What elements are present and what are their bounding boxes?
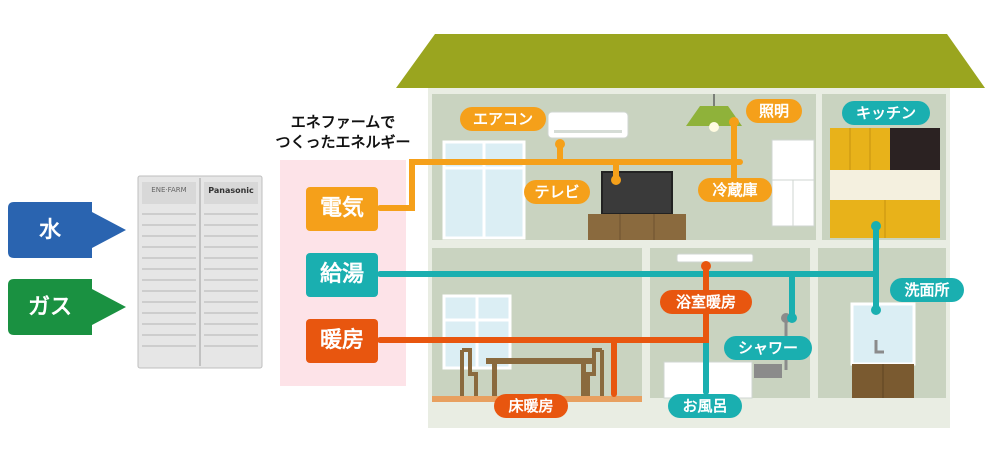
tv — [588, 171, 686, 240]
label-aircon: エアコン — [460, 107, 546, 131]
label-bath: お風呂 — [668, 394, 742, 418]
unit-brand-right: Panasonic — [208, 186, 254, 195]
label-fridge: 冷蔵庫 — [698, 178, 772, 202]
label-light: 照明 — [746, 99, 802, 123]
output-electricity: 電気 — [306, 187, 378, 231]
label-tv: テレビ — [524, 180, 590, 204]
unit-brand-left: ENE·FARM — [151, 186, 187, 194]
air-conditioner — [547, 111, 629, 139]
bath-heater-unit — [676, 253, 754, 263]
kitchen-cabinets — [830, 128, 940, 238]
caption-line-1: エネファームで — [290, 113, 396, 131]
enefarm-unit — [137, 175, 263, 369]
label-bath-heater: 浴室暖房 — [660, 290, 752, 314]
heating-nodes — [701, 261, 711, 271]
energy-caption: エネファームで つくったエネルギー — [258, 112, 428, 152]
gas-arrow-icon — [8, 279, 126, 335]
washbasin — [850, 302, 916, 398]
window-upper — [442, 140, 526, 240]
output-hot-water: 給湯 — [306, 253, 378, 297]
electricity-nodes — [555, 117, 739, 185]
caption-line-2: つくったエネルギー — [275, 133, 411, 151]
window-lower — [442, 294, 512, 370]
label-kitchen: キッチン — [842, 101, 930, 125]
output-heating: 暖房 — [306, 319, 378, 363]
hot-water-nodes — [787, 221, 881, 323]
dining-table — [460, 348, 604, 396]
electricity-lines — [377, 119, 743, 211]
water-input-label: 水 — [38, 218, 61, 243]
label-floor-heating: 床暖房 — [494, 394, 568, 418]
unit-slats — [142, 213, 258, 347]
label-washroom: 洗面所 — [890, 278, 964, 302]
ceiling-lamp — [686, 94, 742, 132]
water-arrow-icon — [8, 202, 126, 258]
roof — [396, 34, 985, 88]
fridge — [771, 139, 815, 227]
gas-input-label: ガス — [27, 295, 72, 320]
label-shower: シャワー — [724, 336, 812, 360]
